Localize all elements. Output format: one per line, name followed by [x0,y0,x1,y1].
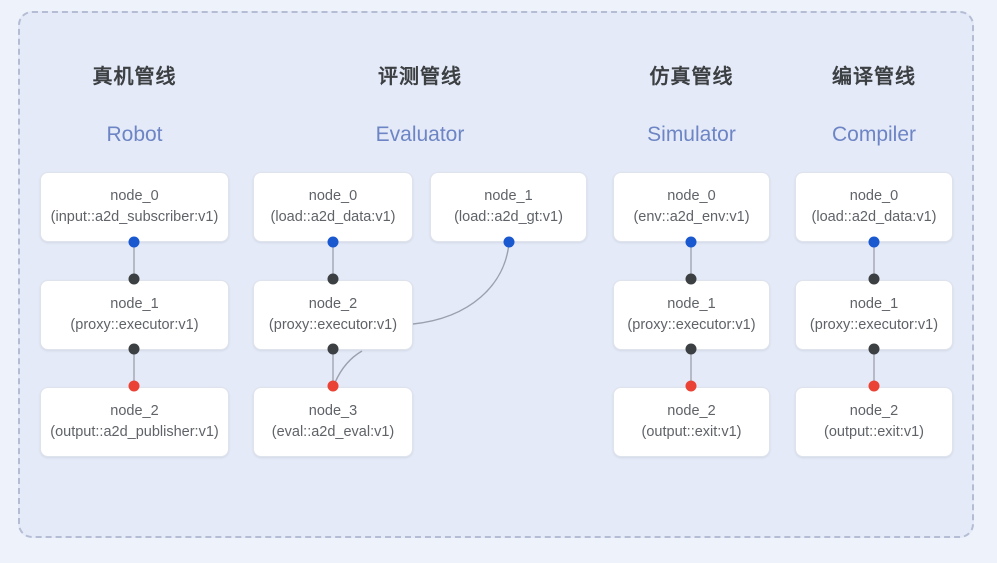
column-title-cn-evaluator: 评测管线 [378,66,462,88]
node-id: node_0 [308,187,358,204]
port-input-simulator-1[interactable] [685,273,697,285]
port-output-compiler-0[interactable] [868,236,880,248]
port-output-simulator-1[interactable] [685,343,697,355]
node-type: (load::a2d_data:v1) [811,209,937,225]
column-title-en-compiler: Compiler [831,123,917,146]
port-output-compiler-1[interactable] [868,343,880,355]
node-compiler-2[interactable]: node_2 (output::exit:v1) [795,387,953,457]
node-id: node_2 [667,402,716,419]
node-type: (proxy::executor:v1) [627,317,756,333]
node-robot-1[interactable]: node_1 (proxy::executor:v1) [40,280,229,350]
port-output-simulator-0[interactable] [685,236,697,248]
node-id: node_2 [110,402,159,419]
node-type: (eval::a2d_eval:v1) [271,424,395,440]
port-input-robot-1[interactable] [128,273,140,285]
node-type: (output::a2d_publisher:v1) [50,424,219,440]
node-id: node_0 [849,187,899,204]
node-compiler-1[interactable]: node_1 (proxy::executor:v1) [795,280,953,350]
column-title-en-simulator: Simulator [647,123,736,146]
port-input-simulator-2[interactable] [685,380,697,392]
port-output-evaluator-0[interactable] [327,236,339,248]
port-input-robot-2[interactable] [128,380,140,392]
port-input-evaluator-2[interactable] [327,273,339,285]
node-id: node_0 [667,187,716,204]
node-robot-0[interactable]: node_0 (input::a2d_subscriber:v1) [40,172,229,242]
port-output-robot-0[interactable] [128,236,140,248]
node-type: (load::a2d_gt:v1) [454,209,563,225]
node-id: node_2 [849,402,899,419]
node-type: (load::a2d_data:v1) [270,209,396,225]
column-title-en-robot: Robot [106,123,163,146]
node-compiler-0[interactable]: node_0 (load::a2d_data:v1) [795,172,953,242]
node-id: node_3 [308,402,358,419]
node-evaluator-0[interactable]: node_0 (load::a2d_data:v1) [253,172,413,242]
port-output-robot-1[interactable] [128,343,140,355]
port-input-compiler-2[interactable] [868,380,880,392]
node-evaluator-2[interactable]: node_2 (proxy::executor:v1) [253,280,413,350]
node-robot-2[interactable]: node_2 (output::a2d_publisher:v1) [40,387,229,457]
port-input-evaluator-3[interactable] [327,380,339,392]
node-id: node_1 [484,187,533,204]
node-id: node_0 [110,187,159,204]
node-type: (output::exit:v1) [824,424,924,440]
node-simulator-2[interactable]: node_2 (output::exit:v1) [613,387,770,457]
port-output-evaluator-1[interactable] [503,236,515,248]
column-title-cn-robot: 真机管线 [92,66,177,88]
node-simulator-1[interactable]: node_1 (proxy::executor:v1) [613,280,770,350]
node-evaluator-1[interactable]: node_1 (load::a2d_gt:v1) [430,172,587,242]
node-type: (env::a2d_env:v1) [633,209,750,225]
node-id: node_1 [849,295,899,312]
port-input-compiler-1[interactable] [868,273,880,285]
port-output-evaluator-2[interactable] [327,343,339,355]
column-title-en-evaluator: Evaluator [375,123,465,146]
node-type: (proxy::executor:v1) [268,317,398,333]
node-type: (output::exit:v1) [641,424,742,440]
node-id: node_1 [110,295,159,312]
node-type: (proxy::executor:v1) [809,317,939,333]
node-type: (proxy::executor:v1) [70,317,199,333]
node-type: (input::a2d_subscriber:v1) [50,209,219,225]
node-id: node_2 [308,295,358,312]
column-title-cn-compiler: 编译管线 [832,66,916,88]
node-evaluator-3[interactable]: node_3 (eval::a2d_eval:v1) [253,387,413,457]
node-simulator-0[interactable]: node_0 (env::a2d_env:v1) [613,172,770,242]
column-title-cn-simulator: 仿真管线 [649,66,734,88]
node-id: node_1 [667,295,716,312]
